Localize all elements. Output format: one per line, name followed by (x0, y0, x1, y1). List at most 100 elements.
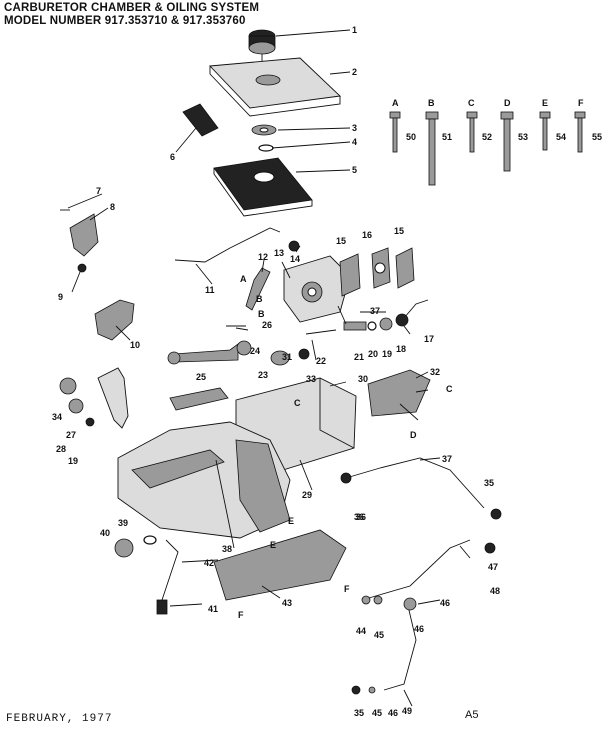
callout-6: 6 (170, 152, 175, 162)
callout-46: 46 (414, 624, 424, 634)
screw-letter-a: A (392, 98, 399, 108)
screw-d (500, 111, 514, 172)
part-3-washer (251, 124, 277, 136)
callout-46: 46 (388, 708, 398, 718)
callout-40: 40 (100, 528, 110, 538)
callout-F: F (344, 584, 350, 594)
callout-F: F (238, 610, 244, 620)
callout-B: B (258, 309, 265, 319)
callout-20: 20 (368, 349, 378, 359)
callout-36: 36 (354, 512, 364, 522)
callout-48: 48 (490, 586, 500, 596)
screw-c (466, 111, 478, 153)
screw-f (574, 111, 586, 153)
callout-10: 10 (130, 340, 140, 350)
screw-e (539, 111, 551, 151)
callout-24: 24 (250, 346, 260, 356)
callout-30: 30 (358, 374, 368, 384)
screw-number-51: 51 (442, 132, 452, 142)
callout-22: 22 (316, 356, 326, 366)
screw-number-55: 55 (592, 132, 602, 142)
callout-3: 3 (352, 123, 357, 133)
part-7-8-9-linkage (60, 209, 99, 273)
callout-25: 25 (196, 372, 206, 382)
part-43-guard (213, 529, 347, 601)
callout-18: 18 (396, 344, 406, 354)
callout-C: C (294, 398, 301, 408)
callout-8: 8 (110, 202, 115, 212)
callout-15: 15 (394, 226, 404, 236)
part-11-rod (174, 227, 281, 263)
screw-number-50: 50 (406, 132, 416, 142)
callout-7: 7 (96, 186, 101, 196)
callout-31: 31 (282, 352, 292, 362)
screw-number-52: 52 (482, 132, 492, 142)
callout-41: 41 (208, 604, 218, 614)
callout-42: 42 (204, 558, 214, 568)
callout-1: 1 (352, 25, 357, 35)
screw-letter-f: F (578, 98, 584, 108)
callout-49: 49 (402, 706, 412, 716)
callout-35: 35 (484, 478, 494, 488)
callout-21: 21 (354, 352, 364, 362)
callout-2: 2 (352, 67, 357, 77)
part-30-plate (169, 387, 229, 411)
callout-45: 45 (374, 630, 384, 640)
callout-26: 26 (262, 320, 272, 330)
callout-17: 17 (424, 334, 434, 344)
part-14-nut (288, 240, 300, 252)
callout-27: 27 (66, 430, 76, 440)
screw-number-54: 54 (556, 132, 566, 142)
callout-32: 32 (430, 367, 440, 377)
callout-B: B (256, 294, 263, 304)
callout-38: 38 (222, 544, 232, 554)
callout-E: E (270, 540, 276, 550)
oil-lines (340, 457, 502, 695)
callout-12: 12 (258, 252, 268, 262)
callout-47: 47 (488, 562, 498, 572)
callout-5: 5 (352, 165, 357, 175)
callout-34: 34 (52, 412, 62, 422)
diagram-title-line2: MODEL NUMBER 917.353710 & 917.353760 (4, 15, 246, 27)
screw-set (389, 111, 586, 186)
callout-35: 35 (354, 708, 364, 718)
callout-43: 43 (282, 598, 292, 608)
callout-19: 19 (382, 349, 392, 359)
callout-14: 14 (290, 254, 300, 264)
callout-D: D (410, 430, 417, 440)
callout-C: C (446, 384, 453, 394)
part-10-trigger (94, 299, 135, 341)
part-15-16-plates (339, 247, 415, 297)
part-27-29-hardware (59, 367, 129, 429)
callout-9: 9 (58, 292, 63, 302)
callout-A: A (240, 274, 247, 284)
part-13-carburetor (283, 255, 351, 323)
part-4-ring (258, 144, 274, 152)
part-34-bracket (367, 369, 431, 417)
callout-11: 11 (205, 285, 215, 295)
callout-13: 13 (274, 248, 284, 258)
part-2-cover (209, 57, 341, 117)
callout-29: 29 (302, 490, 312, 500)
screw-a (389, 111, 401, 153)
callout-39: 39 (118, 518, 128, 528)
callout-36: 36 (356, 512, 366, 522)
part-6-strip (182, 103, 219, 137)
callout-37: 37 (370, 306, 380, 316)
callout-37: 37 (442, 454, 452, 464)
callout-23: 23 (258, 370, 268, 380)
screw-letter-b: B (428, 98, 435, 108)
part-39-42-pickup (114, 535, 179, 615)
part-12-lever (245, 267, 271, 311)
diagram-title-line1: CARBURETOR CHAMBER & OILING SYSTEM (4, 2, 260, 14)
part-1-knob (248, 29, 276, 62)
footer-page-code: A5 (465, 709, 479, 721)
footer-date: FEBRUARY, 1977 (6, 713, 113, 725)
callout-44: 44 (356, 626, 366, 636)
callout-28: 28 (56, 444, 66, 454)
callout-33: 33 (306, 374, 316, 384)
part-38-handle-base (117, 421, 291, 539)
callout-16: 16 (362, 230, 372, 240)
